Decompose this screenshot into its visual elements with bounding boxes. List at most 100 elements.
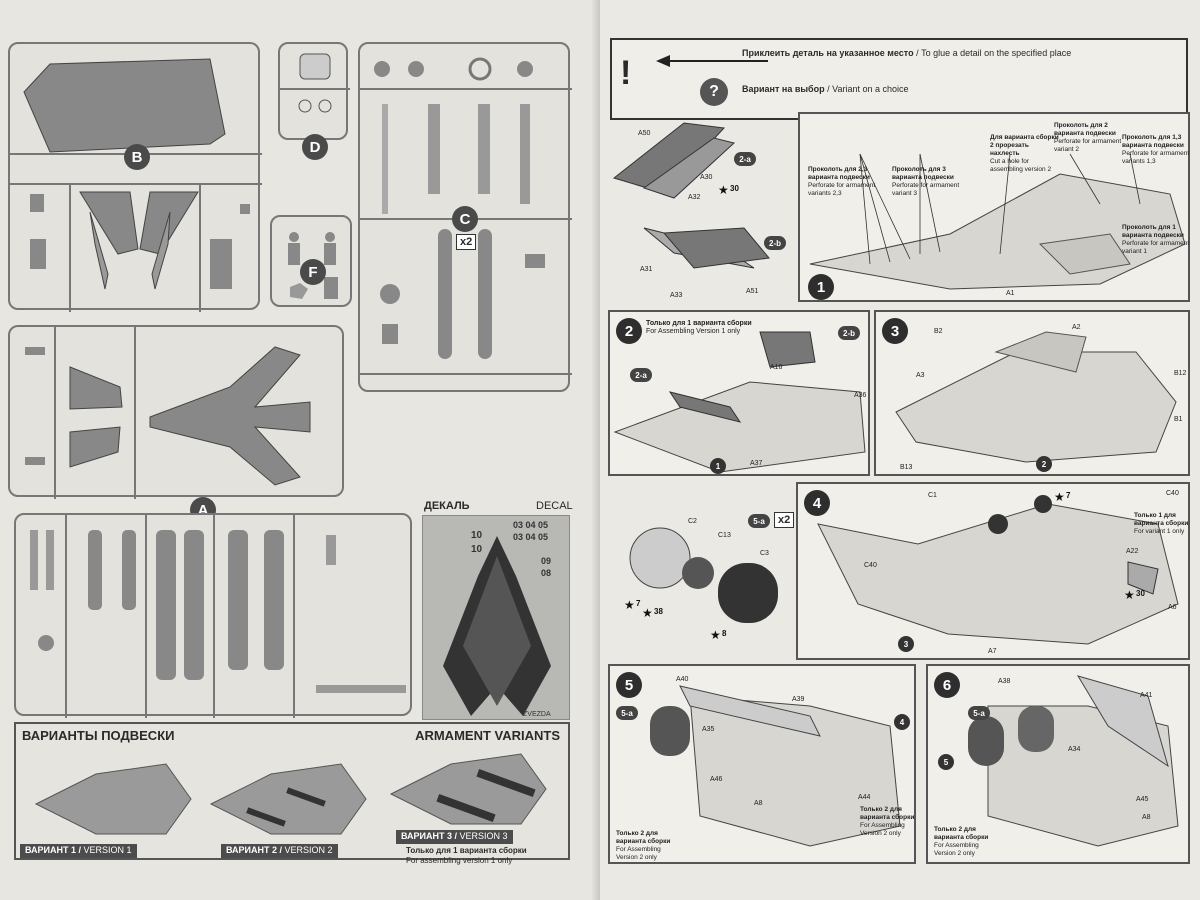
part-a30: A30	[700, 174, 713, 181]
step6-part-a38: A38	[998, 678, 1011, 685]
step-2-number: 2	[616, 318, 642, 344]
svg-text:03 04 05: 03 04 05	[513, 532, 548, 542]
right-page: ! Приклеить деталь на указанное место / …	[600, 0, 1200, 900]
step6-note: Только 2 для варианта сборки For Assembl…	[934, 826, 994, 858]
sprue-b: B	[8, 42, 262, 312]
step4-star-30-label: 30	[1136, 589, 1145, 598]
step1-note-4-ru: Проколоть для 2 варианта подвески	[1054, 122, 1116, 137]
step2-ref-1: 1	[710, 458, 726, 474]
step-6-drawing	[968, 675, 1179, 847]
version-2-label: ВАРИАНТ 2 / VERSION 2	[221, 844, 338, 858]
version-1-en: VERSION 1	[83, 845, 132, 855]
step4-part-c1: C1	[928, 492, 937, 499]
step2-note-en: For Assembling Version 1 only	[646, 328, 741, 335]
step4-ref-3: 3	[898, 636, 914, 652]
armament-variants: ВАРИАНТЫ ПОДВЕСКИ ARMAMENT VARIANTS ВАРИ…	[14, 722, 570, 865]
step4-sub-c13: C13	[718, 532, 731, 539]
step4-star-38: ★38	[642, 606, 663, 620]
svg-text:03 04 05: 03 04 05	[513, 520, 548, 530]
legend-box: ! Приклеить деталь на указанное место / …	[610, 38, 1188, 120]
part-a33: A33	[670, 292, 683, 299]
step5-note-2-en: For Assembling Version 2 only	[860, 822, 905, 837]
step4-star-7b-label: 7	[1066, 491, 1071, 500]
sprue-b-letter: B	[124, 144, 150, 170]
step-4-drawing	[817, 495, 1179, 645]
step-3-number: 3	[882, 318, 908, 344]
version-3-label: ВАРИАНТ 3 / VERSION 3	[396, 830, 513, 844]
star-30-label: 30	[730, 184, 739, 193]
sprue-c-letter: C	[452, 206, 478, 232]
step-2-drawing	[613, 331, 866, 473]
step-5-number: 5	[616, 672, 642, 698]
step4-part-c40-b: C40	[1166, 490, 1179, 497]
legend-choice-ru: Вариант на выбор	[742, 84, 825, 94]
step6-part-a41: A41	[1140, 692, 1153, 699]
legend-glue: Приклеить деталь на указанное место / To…	[742, 48, 1072, 58]
sprue-d-letter: D	[302, 134, 328, 160]
version-1-ru: ВАРИАНТ 1	[25, 845, 77, 855]
step1-note-5: Проколоть для 1,3 варианта подвески Perf…	[1122, 134, 1192, 166]
step1-note-3: Для варианта сборки 2 прорезать нахлесть…	[990, 134, 1060, 174]
step4-part-a22: A22	[1126, 548, 1139, 555]
step6-part-a8: A8	[1142, 814, 1151, 821]
svg-text:08: 08	[541, 568, 551, 578]
sprue-f-letter: F	[300, 259, 326, 285]
version-3-note-ru: Только для 1 варианта сборки	[406, 846, 527, 855]
step-4-number: 4	[804, 490, 830, 516]
step3-part-b13: B13	[900, 464, 913, 471]
step6-note-ru: Только 2 для варианта сборки	[934, 826, 989, 841]
decal-title-en: DECAL	[536, 500, 573, 512]
step2-note: Только для 1 варианта сборки For Assembl…	[646, 320, 766, 336]
sprue-c: C x2	[358, 42, 572, 392]
exclamation-icon: !	[620, 54, 632, 92]
step4-part-a7: A7	[988, 648, 997, 655]
sprue-b-drawing	[10, 58, 262, 312]
step5-note-2-ru: Только 2 для варианта сборки	[860, 806, 915, 821]
part-a1: A1	[1006, 290, 1015, 297]
step1-note-2-ru: Проколоть для 3 варианта подвески	[892, 166, 954, 181]
step-1-drawing	[809, 153, 1186, 290]
version-3-note: Только для 1 варианта сборки For assembl…	[406, 846, 527, 866]
step-6: 6 A38 A41 5-a 5 A34 A45 A8 Только 2 для …	[926, 664, 1190, 864]
part-a32: A32	[688, 194, 701, 201]
sprue-f-drawing	[288, 232, 338, 299]
armament-drawings	[34, 753, 547, 835]
step6-part-a34: A34	[1068, 746, 1081, 753]
step2-tag-2b: 2-b	[838, 326, 860, 340]
step1-note-6-ru: Проколоть для 1 варианта подвески	[1122, 224, 1184, 239]
step6-part-a45: A45	[1136, 796, 1149, 803]
step5-part-a8: A8	[754, 800, 763, 807]
armament-title-en: ARMAMENT VARIANTS	[415, 728, 560, 743]
step4-sub-c3: C3	[760, 550, 769, 557]
step3-part-a3: A3	[916, 372, 925, 379]
part-a50: A50	[638, 130, 651, 137]
sub-5a-tag: 5-a	[748, 514, 770, 528]
star-30-icon: ★30	[718, 183, 739, 197]
sprue-a-upper-drawing	[25, 327, 311, 499]
step4-star-7-label: 7	[636, 599, 641, 608]
svg-text:ZVEZDA: ZVEZDA	[523, 711, 551, 718]
svg-text:10: 10	[471, 544, 483, 555]
step4-note: Только 1 для варианта сборки For variant…	[1134, 512, 1190, 536]
step5-ref-4: 4	[894, 714, 910, 730]
step4-star-7: ★7	[624, 598, 641, 612]
part-a51: A51	[746, 288, 759, 295]
step4-star-8-label: 8	[722, 629, 727, 638]
step4-sub-c2: C2	[688, 518, 697, 525]
step-6-number: 6	[934, 672, 960, 698]
step3-part-b12: B12	[1174, 370, 1187, 377]
subassembly-2ab-drawing	[612, 122, 770, 269]
step4-part-a6: A6	[1168, 604, 1177, 611]
step6-note-en: For Assembling Version 2 only	[934, 842, 979, 857]
step5-part-a40: A40	[676, 676, 689, 683]
step1-note-4-en: Perforate for armament variant 2	[1054, 138, 1122, 153]
step3-part-a2: A2	[1072, 324, 1081, 331]
part-a31: A31	[640, 266, 653, 273]
step2-tag-2a: 2-a	[630, 368, 652, 382]
step-3: 3 B2 A2 A3 B12 B1 B13 2	[874, 310, 1190, 476]
armament-title-ru: ВАРИАНТЫ ПОДВЕСКИ	[22, 728, 175, 743]
step5-part-a44: A44	[858, 794, 871, 801]
step2-note-ru: Только для 1 варианта сборки	[646, 320, 752, 327]
step5-part-a35: A35	[702, 726, 715, 733]
step-4: 4 C1 C40 C40 A22 A6 A7 3 ★7 ★30 Только 1…	[796, 482, 1190, 660]
